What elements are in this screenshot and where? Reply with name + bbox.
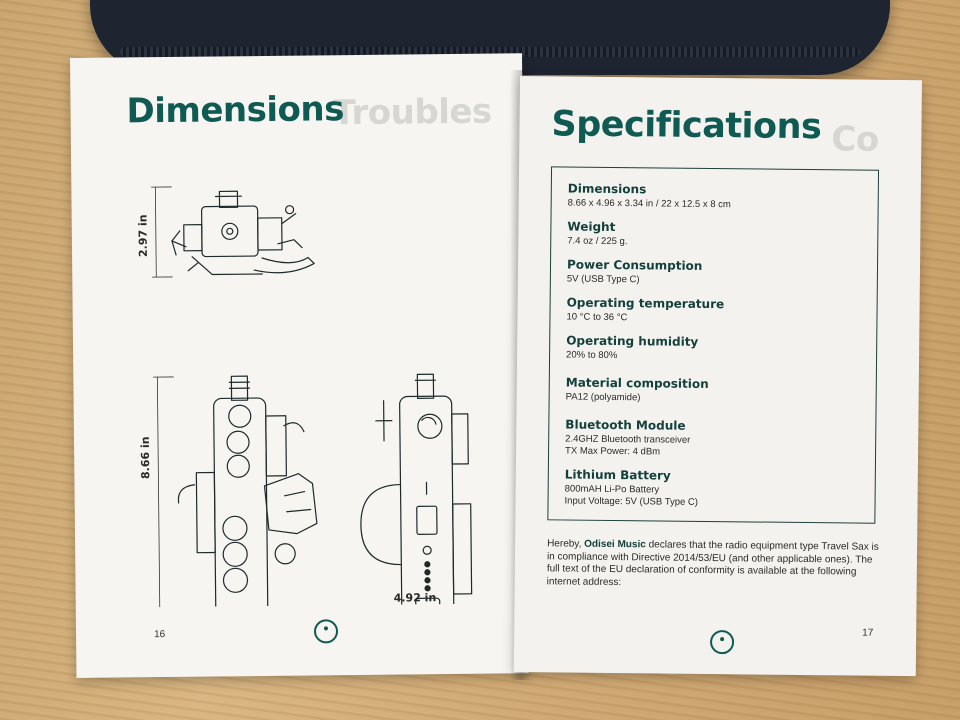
spec-label: Power Consumption	[566, 257, 703, 273]
declaration-brand: Odisei Music	[584, 538, 646, 551]
spec-value: Input Voltage: 5V (USB Type C)	[564, 495, 699, 508]
spec-value: 8.66 x 4.96 x 3.34 in / 22 x 12.5 x 8 cm	[567, 197, 731, 211]
manual-page-right: Co Specifications Dimensions 8.66 x 4.96…	[513, 76, 922, 677]
spec-label: Material composition	[565, 375, 709, 391]
width-dimension-label: 4.92 in	[393, 591, 437, 605]
page-number-left: 16	[153, 629, 166, 641]
product-line-drawing	[150, 186, 473, 608]
declaration-prefix: Hereby,	[547, 538, 585, 550]
page-number-right: 17	[862, 627, 874, 639]
spec-bluetooth-module: Bluetooth Module 2.4GHZ Bluetooth transc…	[565, 417, 691, 458]
length-dimension-label: 8.66 in	[138, 436, 153, 480]
spec-label: Operating temperature	[566, 295, 725, 312]
spec-label: Bluetooth Module	[565, 417, 686, 433]
spec-value: PA12 (polyamide)	[565, 391, 641, 404]
manual-page-left: Troubles Dimensions	[70, 53, 529, 678]
bleed-through-heading: Co	[831, 119, 879, 160]
odisei-logo-icon	[313, 619, 339, 644]
spec-value: 20% to 80%	[566, 349, 618, 362]
spec-label: Dimensions	[567, 181, 647, 197]
spec-value: TX Max Power: 4 dBm	[565, 445, 661, 458]
spec-dimensions: Dimensions 8.66 x 4.96 x 3.34 in / 22 x …	[568, 182, 731, 212]
bleed-through-heading: Troubles	[332, 91, 492, 134]
spec-weight: Weight 7.4 oz / 225 g.	[567, 220, 628, 249]
specifications-box: Dimensions 8.66 x 4.96 x 3.34 in / 22 x …	[547, 166, 880, 524]
spec-material-composition: Material composition PA12 (polyamide)	[566, 375, 709, 404]
case-zipper	[120, 47, 860, 57]
spec-value: 5V (USB Type C)	[566, 273, 640, 286]
spec-lithium-battery: Lithium Battery 800mAH Li-Po Battery Inp…	[564, 467, 698, 508]
spec-value: 10 °C to 36 °C	[566, 311, 628, 324]
page-title: Specifications	[551, 104, 822, 148]
odisei-logo-icon	[709, 630, 735, 655]
spec-label: Weight	[567, 219, 616, 235]
spec-power-consumption: Power Consumption 5V (USB Type C)	[567, 258, 703, 287]
height-dimension-label: 2.97 in	[136, 214, 150, 258]
eu-declaration-text: Hereby, Odisei Music declares that the r…	[547, 538, 884, 592]
spec-label: Lithium Battery	[564, 467, 671, 483]
spec-label: Operating humidity	[566, 333, 699, 349]
spec-operating-temperature: Operating temperature 10 °C to 36 °C	[566, 296, 724, 326]
spec-operating-humidity: Operating humidity 20% to 80%	[566, 333, 698, 362]
spec-value: 7.4 oz / 225 g.	[567, 235, 628, 248]
page-title: Dimensions	[126, 89, 345, 132]
